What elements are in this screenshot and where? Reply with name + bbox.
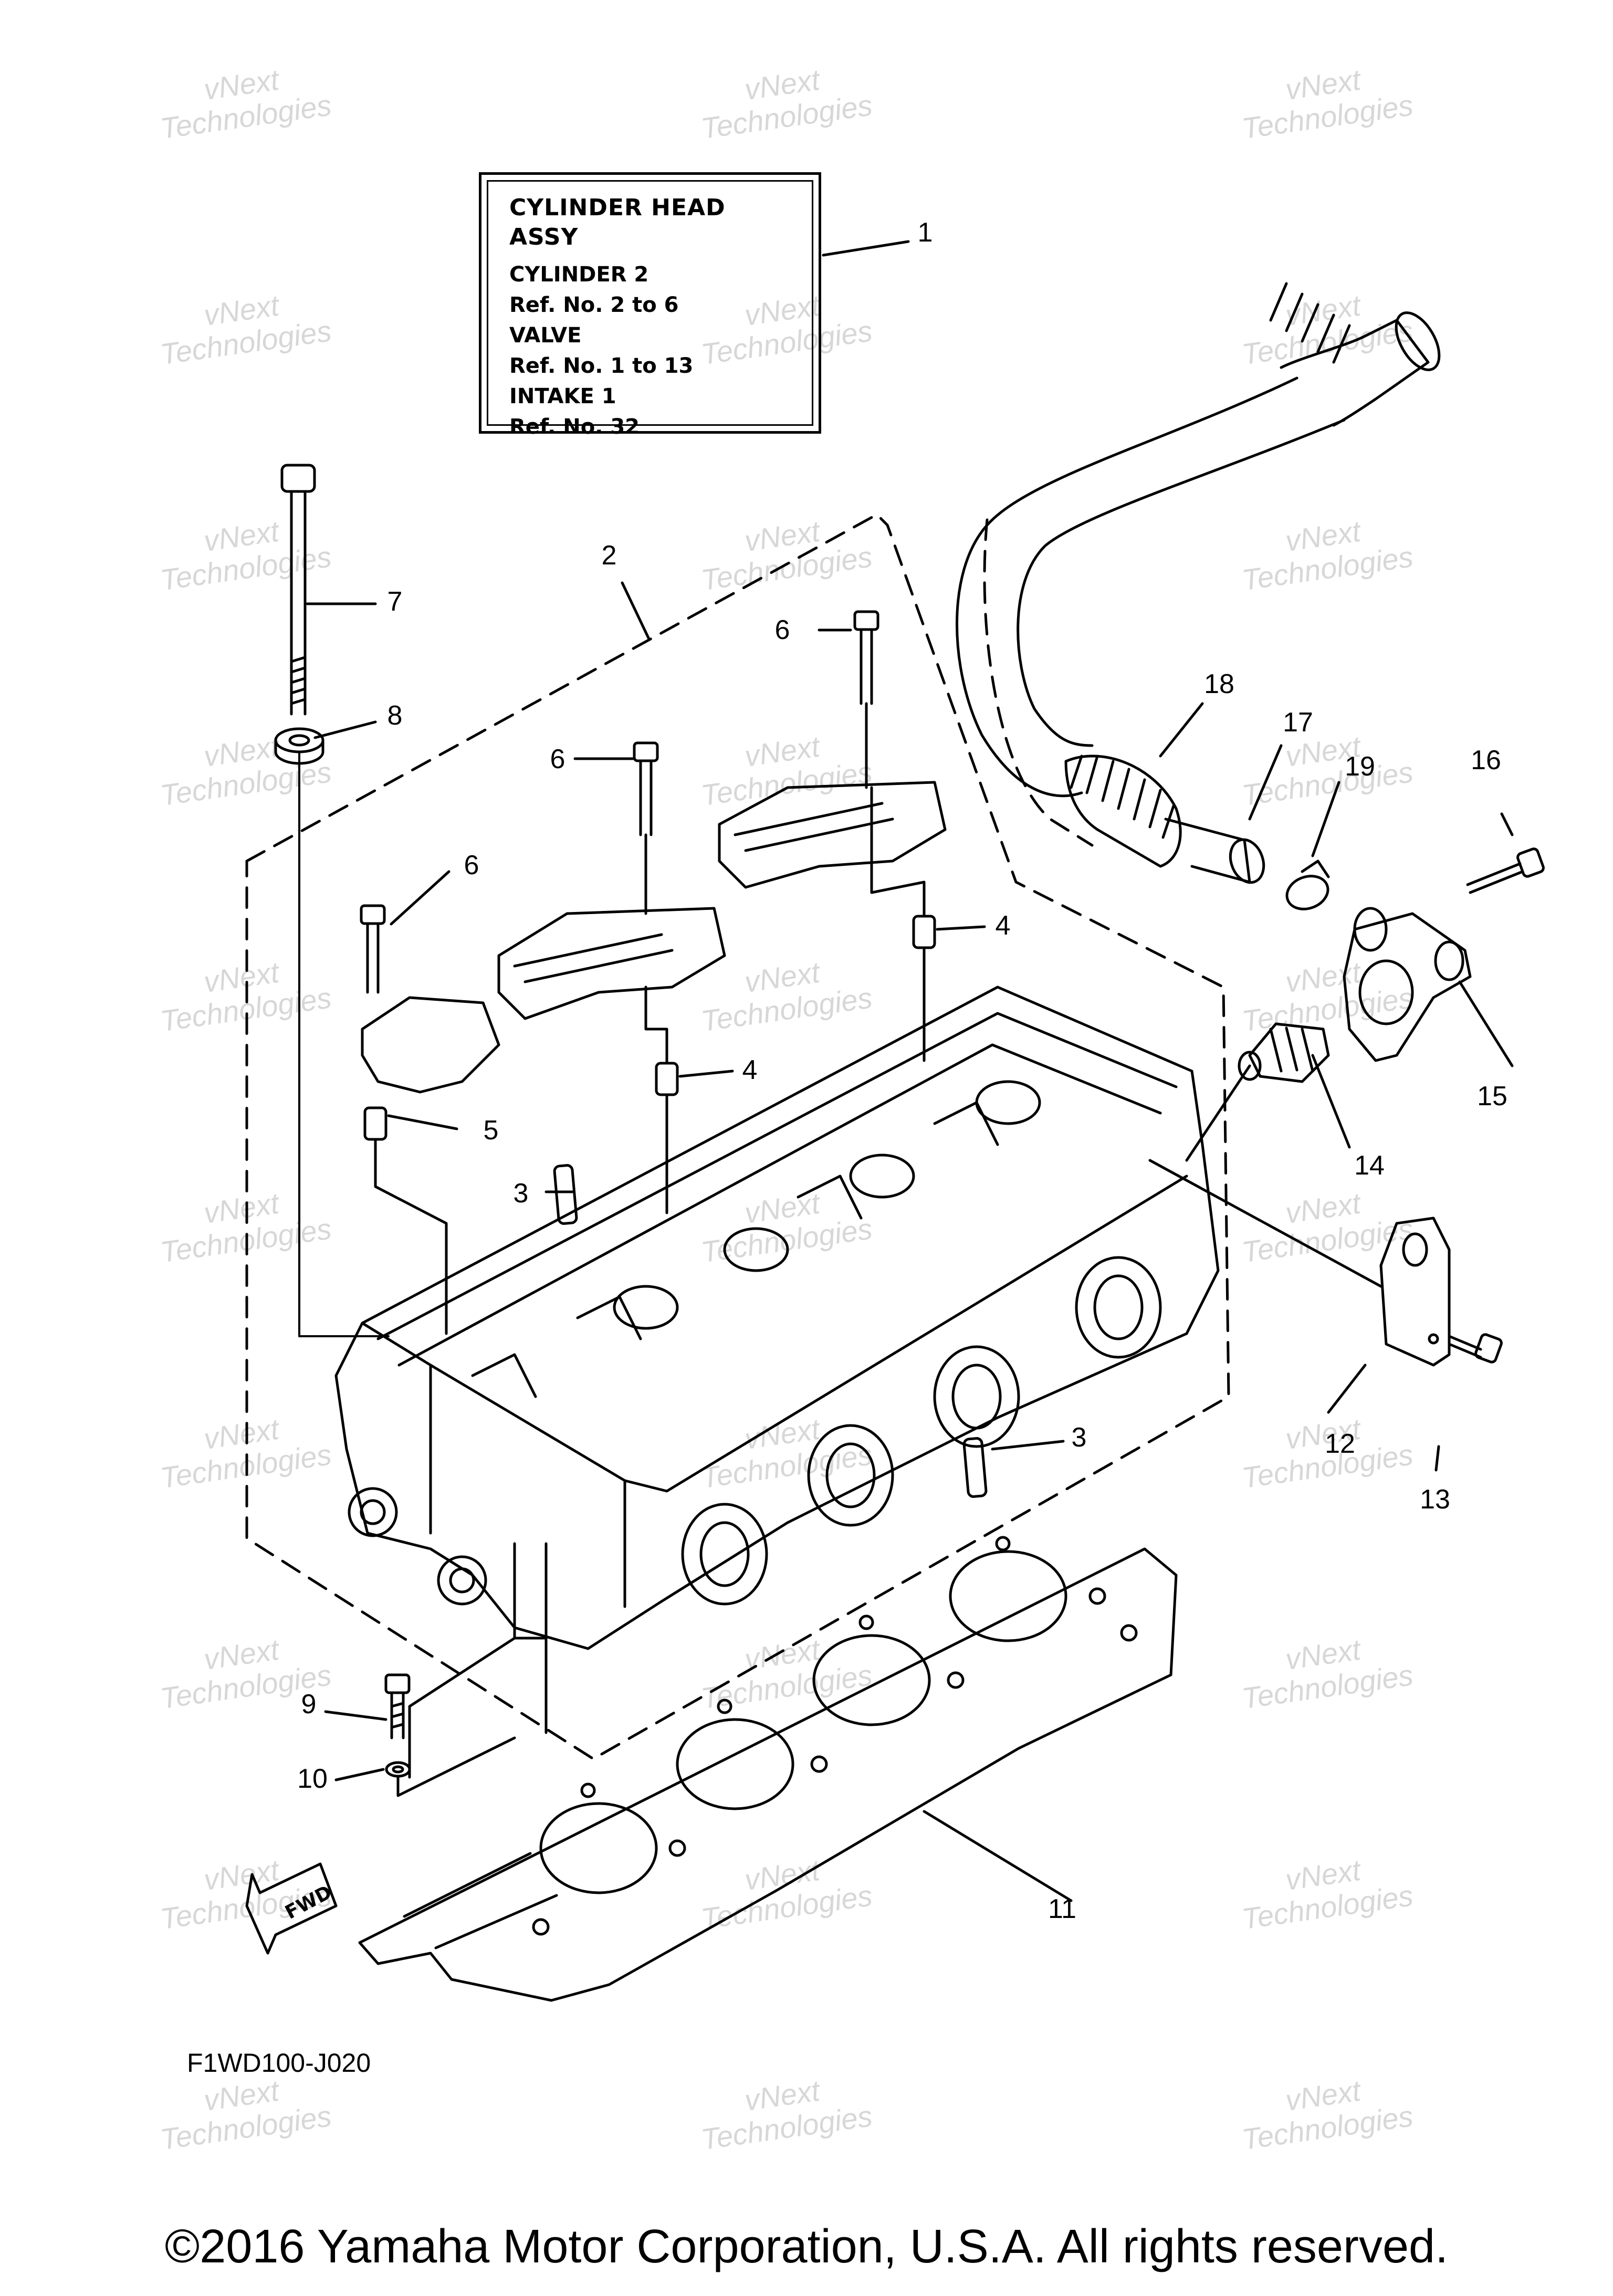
leader-15 — [1458, 980, 1514, 1067]
callout-16[interactable]: 16 — [1471, 745, 1501, 775]
hose-dashed-outline — [983, 518, 1094, 847]
bracket-12 — [1379, 1217, 1451, 1367]
bolt-6a — [853, 610, 879, 631]
exhaust-port-4 — [1075, 1256, 1162, 1359]
bolt-6b — [633, 741, 659, 762]
info-box-inner: CYLINDER HEAD ASSY CYLINDER 2 Ref. No. 2… — [487, 180, 813, 439]
sensor-14 — [1248, 1022, 1330, 1083]
leader-11 — [923, 1810, 1073, 1902]
cam-cap-large-right — [718, 781, 947, 889]
leader-17 — [1248, 744, 1283, 821]
callout-14[interactable]: 14 — [1354, 1150, 1385, 1181]
callout-7[interactable]: 7 — [387, 586, 403, 617]
info-box: CYLINDER HEAD ASSY CYLINDER 2 Ref. No. 2… — [479, 172, 821, 439]
valve-guide-3a — [553, 1164, 578, 1225]
clamp-19 — [1285, 875, 1329, 910]
leader-16 — [1500, 812, 1514, 836]
washer-8 — [274, 727, 324, 753]
assembly-boundary — [245, 513, 1230, 1760]
leader-12 — [1327, 1364, 1367, 1414]
fwd-label: FWD — [281, 1881, 335, 1923]
washer-10 — [385, 1761, 411, 1778]
callout-6c[interactable]: 6 — [464, 850, 479, 880]
leader-4b — [678, 1070, 734, 1078]
info-box-line: Ref. No. 32 — [509, 415, 640, 439]
leader-18 — [1159, 702, 1204, 758]
info-box-line: INTAKE 1 — [509, 384, 616, 408]
info-box-line: CYLINDER 2 — [509, 263, 649, 287]
info-box-title: CYLINDER HEAD ASSY — [509, 194, 726, 250]
hose-pipe — [956, 376, 1298, 798]
diagram-code: F1WD100-J020 — [187, 2048, 371, 2078]
leader-8 — [313, 720, 377, 739]
dowel-4b — [655, 1062, 679, 1096]
dowel-5 — [363, 1106, 387, 1141]
bolt-6c — [360, 904, 386, 925]
exhaust-port-3 — [933, 1345, 1020, 1448]
hose-end-cap — [1395, 311, 1441, 371]
callout-11[interactable]: 11 — [1048, 1894, 1076, 1924]
callout-9[interactable]: 9 — [301, 1689, 317, 1720]
cam-cap-small — [361, 996, 500, 1094]
leader-3b — [991, 1440, 1065, 1451]
leader-4a — [936, 925, 986, 931]
ribbed-sleeve-18 — [1064, 754, 1182, 868]
callout-12[interactable]: 12 — [1325, 1429, 1355, 1459]
callout-6a[interactable]: 6 — [774, 615, 790, 645]
leader-9 — [324, 1710, 387, 1721]
valve-guide-3b — [962, 1437, 988, 1498]
leader-5 — [387, 1114, 458, 1130]
info-box-line: Ref. No. 1 to 13 — [509, 354, 694, 378]
callout-5[interactable]: 5 — [483, 1115, 499, 1146]
callout-3a[interactable]: 3 — [513, 1178, 529, 1209]
fwd-arrow-icon — [245, 1862, 338, 1955]
cam-cap-large-left — [497, 907, 726, 1020]
leader-10 — [334, 1768, 385, 1781]
copyright-notice: ©2016 Yamaha Motor Corporation, U.S.A. A… — [164, 2220, 1449, 2273]
callout-17[interactable]: 17 — [1283, 707, 1313, 738]
cylinder-head-body — [334, 986, 1220, 1650]
dowel-4a — [912, 915, 936, 949]
callout-6b[interactable]: 6 — [550, 744, 565, 774]
callout-10[interactable]: 10 — [297, 1764, 328, 1794]
leader-19 — [1311, 781, 1340, 857]
leader-6c — [390, 870, 451, 926]
leader-13 — [1434, 1445, 1440, 1472]
callout-4a[interactable]: 4 — [995, 910, 1011, 941]
callout-3b[interactable]: 3 — [1071, 1422, 1087, 1453]
pipe-17 — [1164, 817, 1251, 884]
bolt-16 — [1466, 862, 1524, 894]
bolt-head-7 — [280, 464, 316, 493]
info-box-line: Ref. No. 2 to 6 — [509, 293, 679, 317]
leader-14 — [1311, 1054, 1351, 1149]
info-box-line: VALVE — [509, 323, 582, 348]
callout-4b[interactable]: 4 — [742, 1055, 758, 1085]
head-gasket — [358, 1547, 1178, 2002]
callout-1[interactable]: 1 — [917, 217, 933, 248]
exhaust-port-2 — [807, 1424, 894, 1527]
callout-2[interactable]: 2 — [601, 540, 617, 571]
leader-1 — [822, 240, 910, 257]
callout-18[interactable]: 18 — [1204, 669, 1234, 699]
leader-2 — [621, 581, 650, 639]
callout-19[interactable]: 19 — [1345, 751, 1375, 782]
exhaust-port-1 — [681, 1503, 768, 1606]
callout-15[interactable]: 15 — [1477, 1081, 1507, 1112]
thermostat-housing-15 — [1343, 912, 1472, 1062]
bolt-9 — [384, 1673, 411, 1694]
callout-13[interactable]: 13 — [1420, 1484, 1450, 1515]
callout-8[interactable]: 8 — [387, 700, 403, 731]
